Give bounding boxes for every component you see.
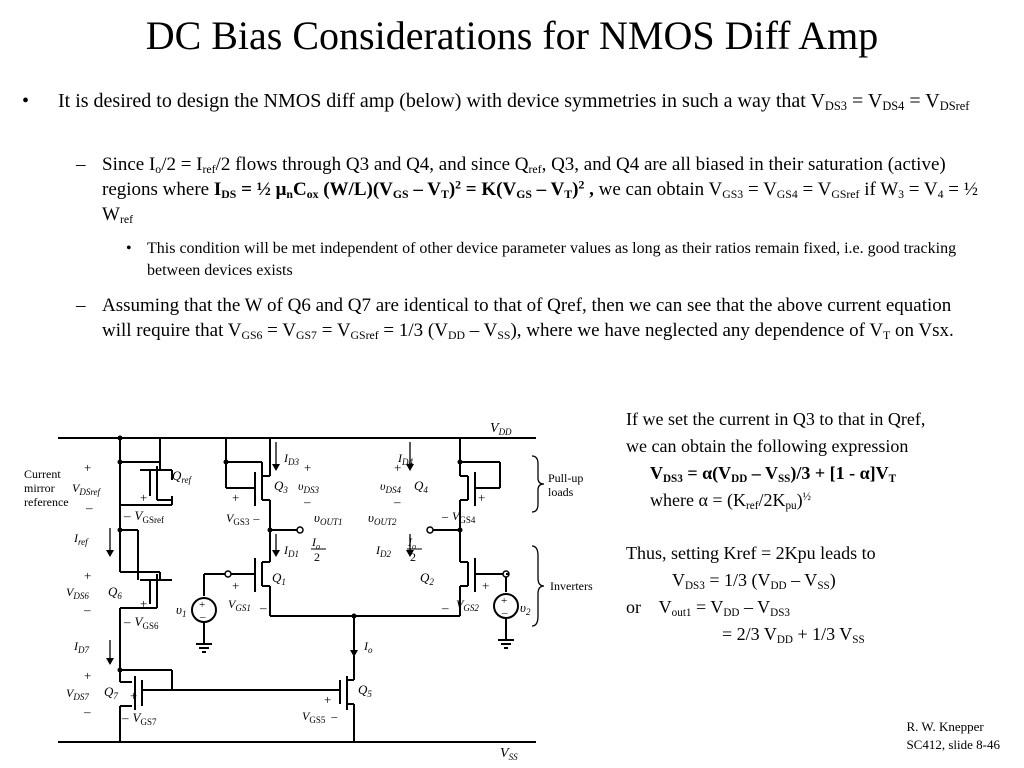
svg-text:+: + — [199, 599, 205, 611]
label-io-half-den: 2 — [314, 550, 320, 564]
label-vgs6: –VGS6 — [123, 614, 159, 631]
signal-source-v1: + – — [191, 570, 232, 653]
transistor-q2 — [459, 530, 506, 616]
dash-symbol: – — [76, 295, 86, 316]
plus-sign: + — [140, 596, 147, 611]
label-vds6: VDS6 — [66, 585, 89, 601]
label-id2: ID2 — [375, 543, 391, 559]
plus-sign: + — [304, 460, 311, 475]
transistor-q5 — [339, 648, 355, 742]
dash-symbol: – — [76, 154, 86, 175]
transistor-q1 — [228, 530, 271, 616]
svg-text:–: – — [501, 607, 508, 619]
minus-sign: – — [83, 704, 91, 719]
vdd-label: VDD — [490, 421, 512, 437]
right-equation-4: or Vout1 = VDD – VDS3 — [626, 597, 790, 619]
minus-sign: – — [303, 494, 311, 509]
label-io-half-den: 2 — [410, 550, 416, 564]
label-vout1: υOUT1 — [314, 510, 342, 527]
plus-sign: + — [84, 460, 91, 475]
sub-bullet-2-text: Assuming that the W of Q6 and Q7 are ide… — [102, 295, 954, 342]
plus-sign: + — [232, 578, 239, 593]
svg-text:+: + — [501, 595, 507, 607]
right-line-5: Thus, setting Kref = 2Kpu leads to — [626, 543, 876, 563]
right-line-1: If we set the current in Q3 to that in Q… — [626, 409, 926, 429]
plus-sign: + — [130, 688, 137, 703]
label-current-mirror-reference: Current mirror reference — [24, 467, 69, 509]
author: R. W. Knepper — [906, 719, 984, 734]
transistor-q7 — [119, 670, 340, 742]
label-vgs5: VGS5– — [302, 709, 338, 725]
label-v2: υ2 — [520, 600, 531, 617]
minus-sign: – — [83, 602, 91, 617]
transistor-q4 — [459, 438, 501, 530]
label-q1: Q1 — [272, 570, 286, 587]
label-q3: Q3 — [274, 478, 288, 495]
transistor-q6 — [119, 530, 172, 670]
right-equation-3: VDS3 = 1/3 (VDD – VSS) — [672, 570, 836, 592]
right-equation-5: = 2/3 VDD + 1/3 VSS — [722, 624, 865, 646]
label-v1: υ1 — [176, 602, 186, 619]
label-vgsref: –VGSref — [123, 508, 164, 525]
label-vout2: υOUT2 — [368, 510, 397, 527]
label-q5: Q5 — [358, 682, 372, 699]
label-id7: ID7 — [73, 639, 89, 655]
vss-label: VSS — [500, 746, 518, 762]
label-q4: Q4 — [414, 478, 428, 495]
transistor-q3 — [225, 438, 271, 530]
label-iref: Iref — [73, 531, 89, 547]
right-equation-2: where α = (Kref/2Kpu)½ — [650, 490, 811, 512]
label-qref: Qref — [172, 468, 193, 485]
label-q6: Q6 — [108, 584, 122, 601]
label-io-half-1: Io — [311, 535, 320, 551]
label-id3: ID3 — [283, 451, 299, 467]
svg-text:–: – — [199, 611, 206, 623]
brace-inverters — [531, 545, 545, 627]
label-inverters: Inverters — [550, 579, 593, 593]
label-vds7: VDS7 — [66, 686, 89, 702]
label-vgs7: –VGS7 — [121, 710, 157, 727]
plus-sign: + — [394, 460, 401, 475]
slide-title: DC Bias Considerations for NMOS Diff Amp — [145, 13, 879, 58]
transistor-qref — [119, 438, 173, 530]
signal-source-v2: + – — [493, 570, 519, 649]
plus-sign: + — [324, 692, 331, 707]
bullet-symbol: • — [22, 90, 30, 112]
minus-sign: – — [85, 500, 93, 515]
label-io-half-2: Io — [407, 535, 416, 551]
plus-sign: + — [232, 490, 239, 505]
right-text-block: If we set the current in Q3 to that in Q… — [626, 406, 1016, 648]
plus-sign: + — [84, 568, 91, 583]
label-pullup-loads: Pull-up loads — [548, 471, 586, 499]
slide-credit: R. W. Knepper SC412, slide 8-46 — [906, 718, 1000, 754]
label-vgs2: VGS2 — [456, 597, 479, 613]
minus-sign: – — [259, 600, 267, 615]
label-id4: ID4 — [397, 451, 413, 467]
plus-sign: + — [478, 490, 485, 505]
label-io: Io — [363, 639, 373, 655]
label-vgs3: VGS3– — [226, 511, 260, 527]
minus-sign: – — [393, 494, 401, 509]
label-id1: ID1 — [283, 543, 299, 559]
label-vds4: υDS4 — [380, 479, 402, 495]
plus-sign: + — [140, 490, 147, 505]
sub-sub-bullet-text: This condition will be met independent o… — [147, 240, 957, 279]
minus-sign: – — [441, 600, 449, 615]
right-line-2: we can obtain the following expression — [626, 436, 909, 456]
bullet-symbol: • — [126, 240, 132, 257]
slide-number: SC412, slide 8-46 — [906, 737, 1000, 752]
label-q2: Q2 — [420, 570, 434, 587]
sub-bullet-1-text: Since Io/2 = Iref/2 flows through Q3 and… — [102, 154, 978, 226]
right-equation-1: VDS3 = α(VDD – VSS)/3 + [1 - α]VT — [650, 463, 897, 485]
label-vgs1: VGS1 — [228, 597, 251, 613]
label-q7: Q7 — [104, 684, 118, 701]
plus-sign: + — [482, 578, 489, 593]
label-vds3: υDS3 — [298, 479, 320, 495]
bullet-1-text: It is desired to design the NMOS diff am… — [58, 90, 970, 114]
label-vdsref: VDSref — [72, 481, 102, 497]
brace-pullup — [531, 455, 545, 513]
plus-sign: + — [84, 668, 91, 683]
label-vgs4: –VGS4 — [441, 509, 476, 525]
